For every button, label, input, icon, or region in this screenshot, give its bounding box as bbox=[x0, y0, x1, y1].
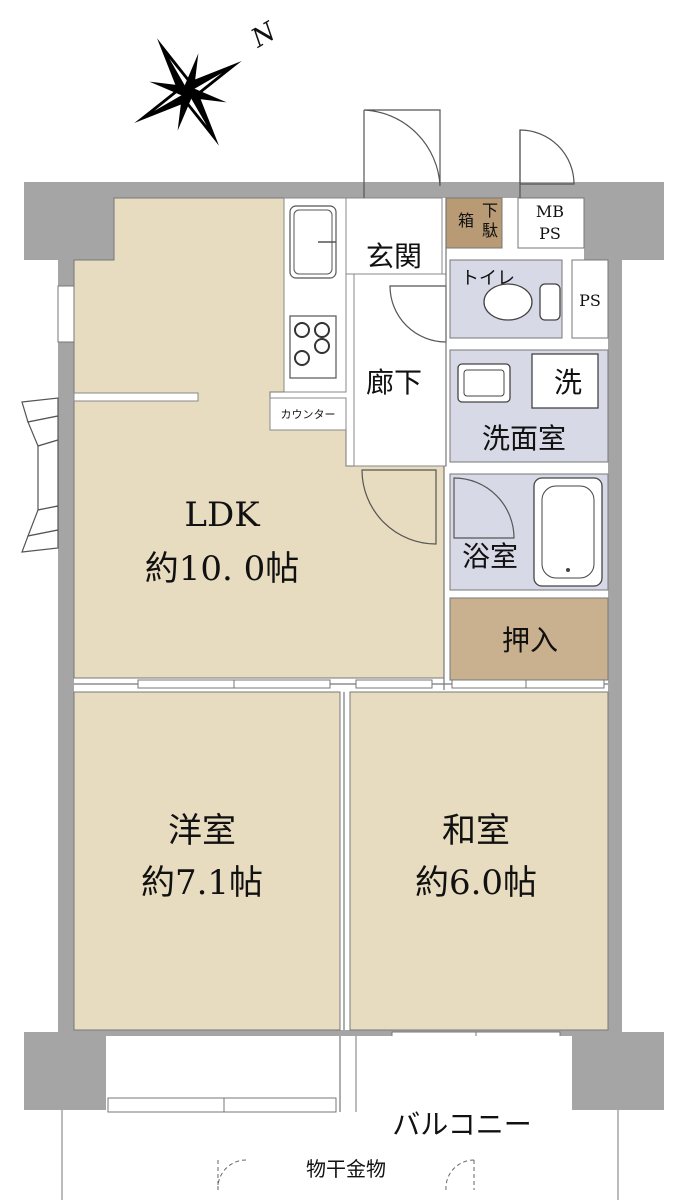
ps-box bbox=[571, 259, 609, 339]
wall-bottom bbox=[58, 1030, 622, 1036]
wall-pillar-top-left bbox=[24, 182, 74, 260]
wall-pillar-bottom-right bbox=[572, 1032, 664, 1110]
bathroom-label: 浴室 bbox=[462, 540, 518, 573]
japanese-room bbox=[349, 691, 609, 1031]
shoe-box-side-label: 箱 bbox=[458, 211, 474, 230]
mbps-box bbox=[517, 197, 585, 249]
balcony-window bbox=[107, 1097, 337, 1113]
shoe-box-label-2: 駄 bbox=[482, 221, 498, 240]
corridor-label: 廊下 bbox=[366, 366, 422, 399]
drying-hardware-right-icon bbox=[445, 1159, 475, 1191]
entrance-door-icon bbox=[363, 109, 441, 187]
western-room-name-label: 洋室 bbox=[168, 811, 236, 851]
mbps-door-icon bbox=[519, 129, 575, 185]
counter-box bbox=[269, 397, 347, 431]
entrance-label: 玄関 bbox=[366, 240, 422, 273]
bathroom-door-icon bbox=[453, 477, 515, 539]
drying-hardware-left-icon bbox=[217, 1159, 247, 1191]
ldk-partition bbox=[73, 392, 199, 402]
counter-label: カウンター bbox=[281, 408, 336, 421]
mbps-label-2: PS bbox=[539, 224, 561, 243]
japanese-room-size-label: 約6.0帖 bbox=[415, 863, 537, 903]
outer-wall-left bbox=[58, 182, 74, 1032]
ldk-name-label: LDK bbox=[184, 495, 260, 535]
shoe-box bbox=[445, 197, 503, 249]
toilet-label: トイレ bbox=[461, 268, 515, 289]
drying-hardware-label: 物干金物 bbox=[306, 1157, 386, 1181]
ps-label: PS bbox=[579, 291, 601, 310]
bathtub-icon bbox=[533, 477, 603, 587]
ldk-door-icon bbox=[361, 469, 437, 545]
washroom-label: 洗面室 bbox=[482, 422, 566, 455]
corridor-area bbox=[353, 273, 447, 467]
outer-wall-right bbox=[608, 182, 622, 1032]
wall-pillar-bottom-left bbox=[24, 1032, 106, 1110]
western-room-size-label: 約7.1帖 bbox=[141, 863, 263, 903]
balcony-label: バルコニー bbox=[392, 1108, 531, 1141]
wash-basin-icon bbox=[457, 363, 511, 403]
bay-window-icon bbox=[21, 397, 59, 553]
compass-rose-icon bbox=[134, 38, 242, 146]
outer-wall-top bbox=[24, 182, 664, 198]
closet-label: 押入 bbox=[502, 624, 558, 657]
toilet-icon bbox=[483, 283, 533, 321]
wall-pillar-top-right bbox=[584, 182, 664, 260]
toilet-door-icon bbox=[389, 285, 447, 343]
washer-icon bbox=[531, 353, 599, 409]
ldk-size-label: 約10. 0帖 bbox=[145, 549, 300, 589]
wall-pillar-top-left-inner bbox=[74, 198, 114, 260]
window-left-top bbox=[57, 285, 75, 343]
compass-north-label: N bbox=[246, 16, 283, 54]
japanese-room-name-label: 和室 bbox=[442, 811, 510, 851]
mbps-label-1: MB bbox=[536, 202, 564, 221]
western-room bbox=[73, 691, 341, 1031]
shoe-box-label-1: 下 bbox=[482, 201, 498, 220]
washer-label: 洗 bbox=[554, 366, 582, 399]
entrance-area bbox=[345, 197, 443, 275]
